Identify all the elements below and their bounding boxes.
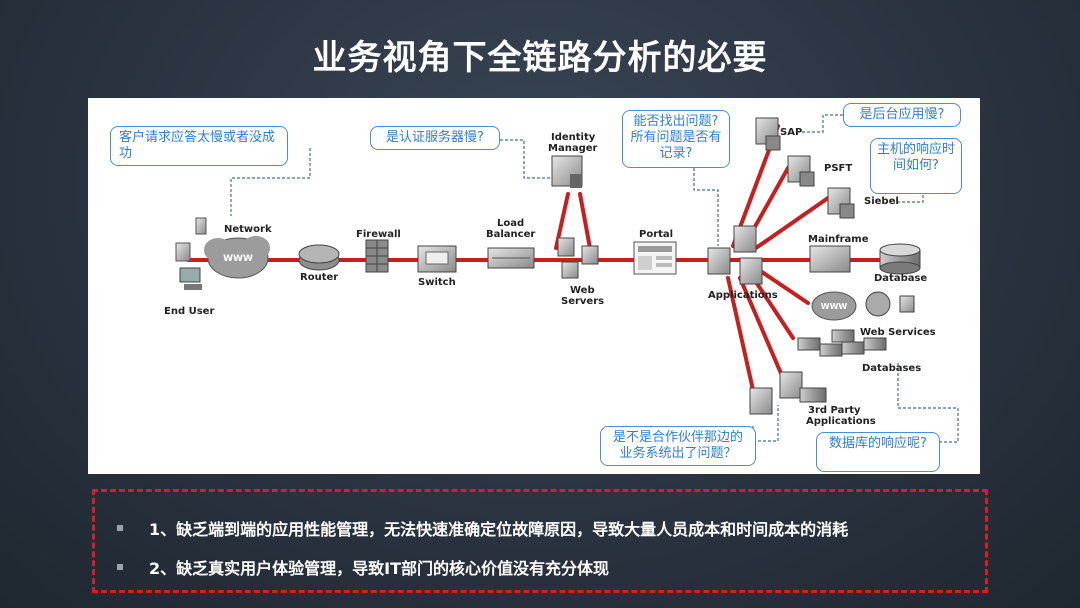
label-sap: SAP [780,127,803,138]
callout-db-response: 数据库的响应呢? [816,432,940,472]
bullet-square-icon [117,525,123,531]
callout-auth-slow: 是认证服务器慢? [370,126,500,150]
slide-title: 业务视角下全链路分析的必要 [312,38,768,78]
network-diagram: WWW WWW 客户请求应答太慢或者没成功 是认证服务器慢? 能否找出问题?所有… [88,98,980,474]
applications-icon [707,225,763,285]
end-user-icon [175,217,207,290]
label-databases: Databases [862,363,922,374]
web-services-icon [811,291,915,321]
firewall-icon [365,239,389,273]
label-third-party-line2: Applications [806,416,876,427]
label-web-servers-line1: Web [570,285,595,296]
label-web-services: Web Services [860,327,936,338]
identity-manager-icon [551,155,583,188]
callout-slow-response: 客户请求应答太慢或者没成功 [110,126,288,166]
label-applications: Applications [708,290,778,301]
databases-icon [797,329,887,357]
label-identity-manager-line2: Manager [548,143,598,154]
summary-box: 1、缺乏端到端的应用性能管理，无法快速准确定位故障原因，导致大量人员成本和时间成… [92,489,988,593]
bullet-text-1: 1、缺乏端到端的应用性能管理，无法快速准确定位故障原因，导致大量人员成本和时间成… [149,520,849,539]
label-third-party-line1: 3rd Party [808,405,861,416]
router-icon [298,244,340,271]
label-load-balancer-line2: Balancer [486,229,536,240]
label-siebel: Siebel [864,196,899,207]
label-mainframe: Mainframe [808,234,869,245]
label-network: Network [224,224,272,235]
database-icon [879,243,921,275]
psft-server-icon [787,155,815,187]
portal-icon [633,241,677,275]
label-end-user: End User [164,306,215,317]
label-portal: Portal [639,229,674,240]
network-cloud-icon [204,236,270,279]
bullet-text-2: 2、缺乏真实用户体验管理，导致IT部门的核心价值没有充分体现 [149,559,610,578]
callout-backend-slow: 是后台应用慢? [843,103,961,127]
mainframe-icon [809,245,851,273]
siebel-server-icon [827,187,855,219]
label-switch: Switch [418,277,456,288]
web-servers-icon [557,237,599,279]
label-database: Database [874,273,928,284]
load-balancer-icon [487,247,535,269]
third-party-apps-icon [749,371,827,415]
label-web-servers-line2: Servers [561,296,605,307]
sap-server-icon [755,117,781,151]
diagram-canvas: WWW WWW [175,114,959,443]
www-label: WWW [223,254,253,264]
callout-host-response: 主机的响应时间如何? [870,138,962,194]
bullet-item-1: 1、缺乏端到端的应用性能管理，无法快速准确定位故障原因，导致大量人员成本和时间成… [117,515,848,541]
callout-partner-issue: 是不是合作伙伴那边的业务系统出了问题？ [600,426,756,466]
switch-icon [417,245,457,273]
label-identity-manager-line1: Identity [551,132,596,143]
label-firewall: Firewall [356,229,401,240]
bullet-item-2: 2、缺乏真实用户体验管理，导致IT部门的核心价值没有充分体现 [117,554,609,580]
label-load-balancer-line1: Load [497,218,525,229]
label-router: Router [300,272,339,283]
web-services-www-label: WWW [821,302,848,311]
label-psft: PSFT [824,163,853,174]
connection-lines [186,124,912,392]
bullet-square-icon [117,564,123,570]
callout-find-issue: 能否找出问题?所有问题是否有记录? [622,110,730,168]
